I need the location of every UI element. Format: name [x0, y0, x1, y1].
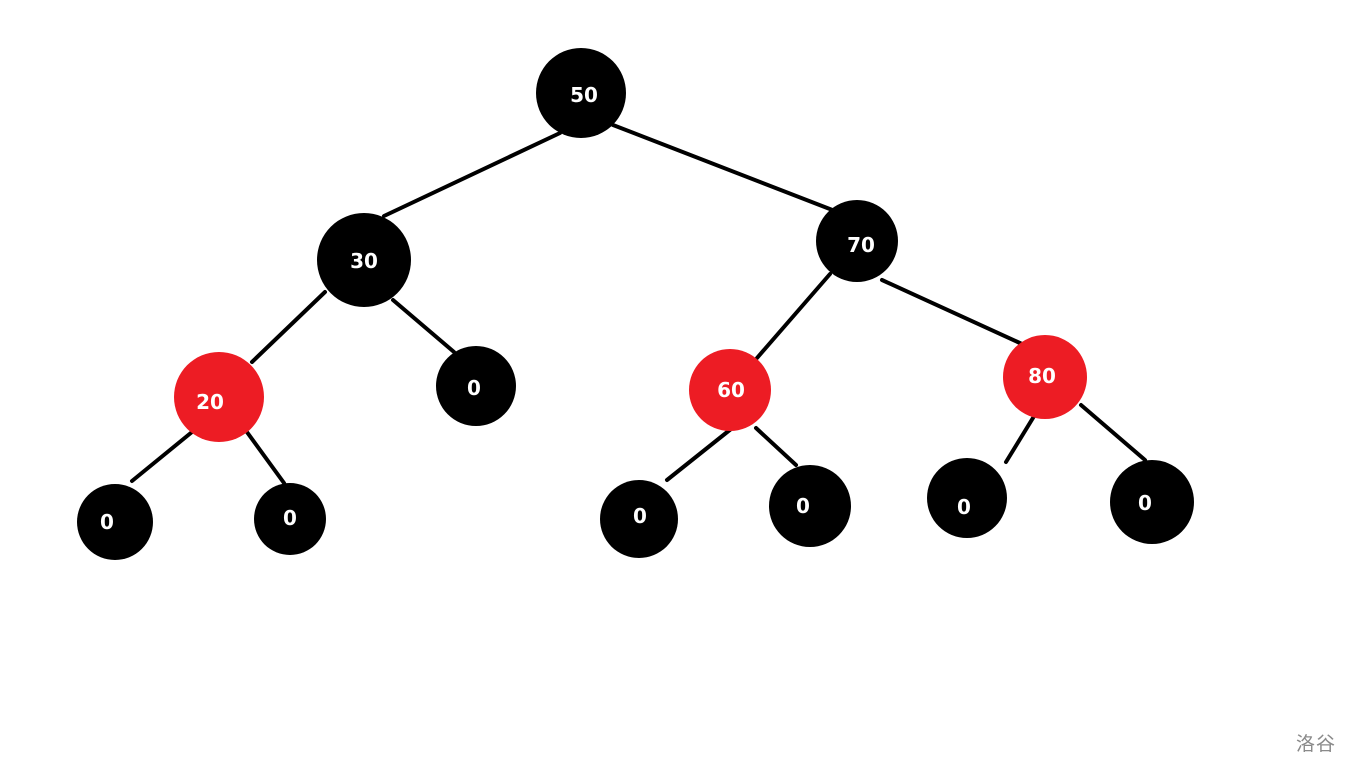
- tree-edges: [130, 123, 1147, 485]
- tree-edge-n30-n0a: [391, 298, 456, 354]
- node-label: 0: [467, 376, 481, 400]
- tree-edge-n80-n0g: [1079, 403, 1147, 462]
- tree-edge-n50-n30: [382, 131, 562, 218]
- node-label: 70: [847, 233, 875, 257]
- node-label: 50: [570, 83, 598, 107]
- tree-edge-n70-n60: [755, 272, 832, 360]
- tree-node-n20: 20: [174, 352, 264, 442]
- node-label: 0: [633, 504, 647, 528]
- tree-edge-n20-n0c: [242, 426, 286, 485]
- black-node-circle: [77, 484, 153, 560]
- tree-edge-n80-n0f: [1004, 411, 1038, 464]
- black-node-circle: [436, 346, 516, 426]
- tree-node-n80: 80: [1003, 335, 1087, 419]
- black-node-circle: [769, 465, 851, 547]
- node-label: 30: [350, 249, 378, 273]
- node-label: 80: [1028, 364, 1056, 388]
- black-node-circle: [317, 213, 411, 307]
- tree-edge-n20-n0b: [130, 430, 194, 483]
- tree-edge-n50-n70: [611, 123, 837, 213]
- node-label: 0: [957, 495, 971, 519]
- tree-node-n70: 70: [816, 200, 898, 282]
- black-node-circle: [927, 458, 1007, 538]
- red-node-circle: [1003, 335, 1087, 419]
- node-label: 60: [717, 378, 745, 402]
- black-node-circle: [1110, 460, 1194, 544]
- node-label: 0: [1138, 491, 1152, 515]
- black-node-circle: [536, 48, 626, 138]
- node-label: 0: [100, 510, 114, 534]
- tree-node-n0c: 0: [254, 483, 326, 555]
- node-label: 0: [283, 506, 297, 530]
- tree-node-n0g: 0: [1110, 460, 1194, 544]
- tree-node-n0e: 0: [769, 465, 851, 547]
- node-label: 0: [796, 494, 810, 518]
- black-node-circle: [816, 200, 898, 282]
- red-node-circle: [174, 352, 264, 442]
- tree-node-n60: 60: [689, 349, 771, 431]
- red-node-circle: [689, 349, 771, 431]
- tree-node-n30: 30: [317, 213, 411, 307]
- tree-edge-n70-n80: [880, 278, 1024, 346]
- tree-node-n50: 50: [536, 48, 626, 138]
- tree-node-n0a: 0: [436, 346, 516, 426]
- watermark-text: 洛谷: [1296, 733, 1337, 755]
- node-label: 20: [196, 390, 224, 414]
- tree-nodes: 50 30 70 20 0 60 80 0 0 0 0 0 0: [77, 48, 1194, 560]
- black-node-circle: [600, 480, 678, 558]
- tree-edge-n30-n20: [250, 290, 327, 364]
- black-node-circle: [254, 483, 326, 555]
- tree-node-n0f: 0: [927, 458, 1007, 538]
- tree-node-n0d: 0: [600, 480, 678, 558]
- tree-edge-n60-n0e: [754, 426, 798, 467]
- tree-node-n0b: 0: [77, 484, 153, 560]
- tree-edge-n60-n0d: [665, 427, 733, 482]
